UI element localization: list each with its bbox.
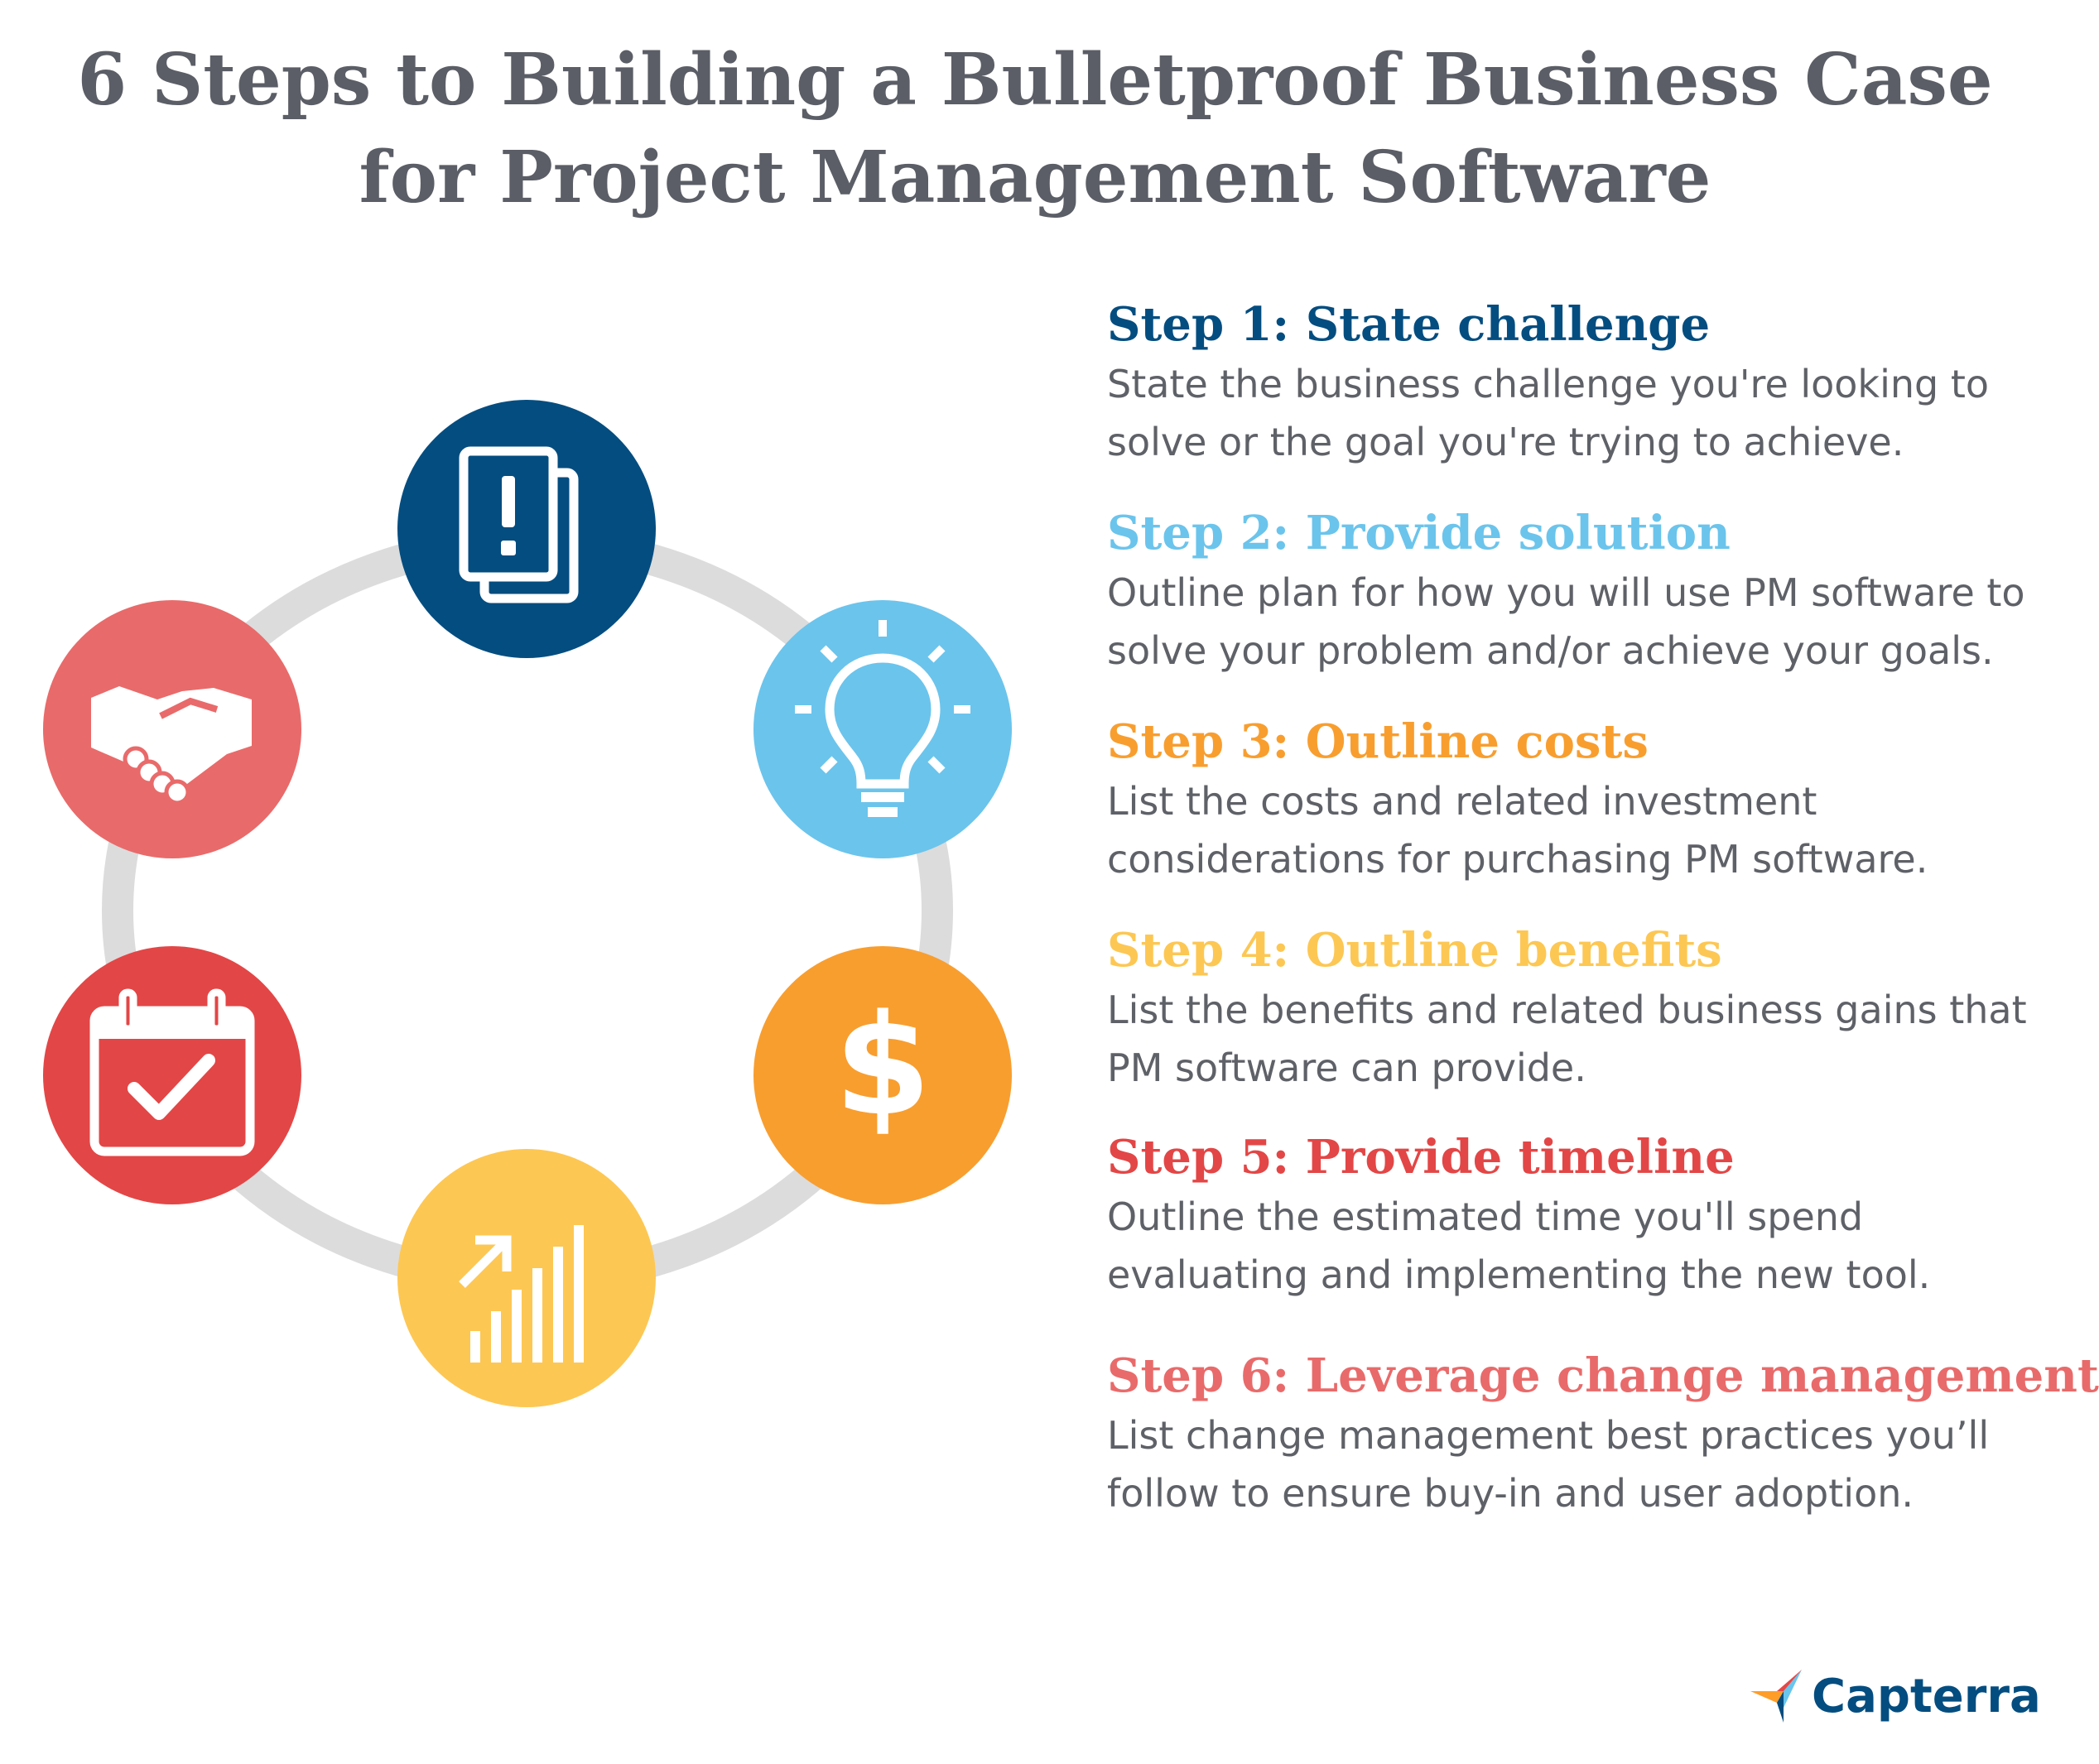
calendar-check-icon xyxy=(89,988,255,1156)
capterra-arrow-icon xyxy=(1750,1670,1802,1723)
step-3-description: List the costs and related investment co… xyxy=(1107,772,2059,888)
title-line-2: for Project Management Software xyxy=(359,136,1711,219)
step-5-desc-line-2: evaluating and implementing the new tool… xyxy=(1107,1252,1931,1297)
capterra-logo-text: Capterra xyxy=(1812,1670,2041,1723)
step-3: Step 3: Outline costs List the costs and… xyxy=(1107,711,2059,888)
warning-document-icon xyxy=(459,446,579,603)
step-4-desc-line-2: PM software can provide. xyxy=(1107,1045,1586,1090)
step-6: Step 6: Leverage change management List … xyxy=(1107,1345,2099,1522)
node-step-1 xyxy=(397,400,656,658)
steps-cycle-diagram: $ xyxy=(0,248,1076,1490)
step-6-title: Step 6: Leverage change management xyxy=(1107,1348,2099,1403)
step-5: Step 5: Provide timeline Outline the est… xyxy=(1107,1127,2059,1304)
step-2-desc-line-1: Outline plan for how you will use PM sof… xyxy=(1107,570,2025,615)
lightbulb-icon xyxy=(795,620,970,817)
step-1-title: Step 1: State challenge xyxy=(1107,297,1711,352)
step-6-desc-line-2: follow to ensure buy-in and user adoptio… xyxy=(1107,1471,1914,1516)
node-step-2 xyxy=(753,600,1012,858)
node-step-6 xyxy=(43,600,301,858)
node-step-4 xyxy=(397,1149,656,1407)
step-1-desc-line-2: solve or the goal you're trying to achie… xyxy=(1107,420,1904,464)
dollar-icon: $ xyxy=(835,984,932,1146)
step-3-title: Step 3: Outline costs xyxy=(1107,714,1649,769)
title-line-1: 6 Steps to Building a Bulletproof Busine… xyxy=(77,38,1993,122)
node-step-5 xyxy=(43,946,301,1204)
step-3-desc-line-2: considerations for purchasing PM softwar… xyxy=(1107,837,1928,882)
step-3-desc-line-1: List the costs and related investment xyxy=(1107,779,1817,824)
step-5-desc-line-1: Outline the estimated time you'll spend xyxy=(1107,1194,1864,1239)
step-1: Step 1: State challenge State the busine… xyxy=(1107,294,2059,471)
step-4: Step 4: Outline benefits List the benefi… xyxy=(1107,920,2059,1097)
page-title: 6 Steps to Building a Bulletproof Busine… xyxy=(0,31,2070,227)
step-4-title: Step 4: Outline benefits xyxy=(1107,923,1722,978)
step-1-desc-line-1: State the business challenge you're look… xyxy=(1107,362,1990,406)
step-1-description: State the business challenge you're look… xyxy=(1107,355,2059,471)
step-5-description: Outline the estimated time you'll spend … xyxy=(1107,1188,2059,1304)
handshake-icon xyxy=(91,686,252,805)
step-5-title: Step 5: Provide timeline xyxy=(1107,1130,1735,1185)
step-2-desc-line-2: solve your problem and/or achieve your g… xyxy=(1107,628,1994,673)
step-6-desc-line-1: List change management best practices yo… xyxy=(1107,1413,1990,1458)
step-4-description: List the benefits and related business g… xyxy=(1107,981,2059,1097)
step-4-desc-line-1: List the benefits and related business g… xyxy=(1107,988,2027,1032)
growth-chart-icon xyxy=(459,1225,584,1363)
capterra-logo: Capterra xyxy=(1747,1660,2041,1734)
step-2: Step 2: Provide solution Outline plan fo… xyxy=(1107,502,2059,680)
step-6-description: List change management best practices yo… xyxy=(1107,1406,2059,1522)
step-2-title: Step 2: Provide solution xyxy=(1107,506,1731,560)
step-2-description: Outline plan for how you will use PM sof… xyxy=(1107,564,2059,680)
svg-text:$: $ xyxy=(835,984,932,1146)
node-step-3: $ xyxy=(753,946,1012,1204)
